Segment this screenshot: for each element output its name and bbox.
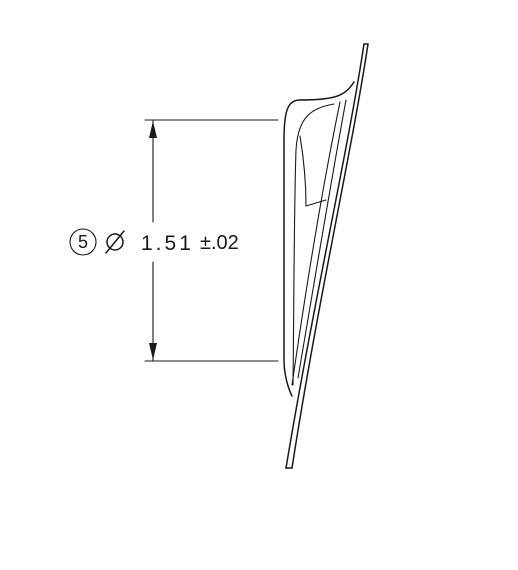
arrowhead-bottom [149, 343, 157, 360]
part-outline [283, 43, 369, 469]
rib-curve-2 [297, 99, 347, 379]
arrowhead-top [149, 121, 157, 138]
dimension-callout: 5 1.51 ±.02 [69, 228, 239, 256]
nominal-value: 1.51 [141, 232, 194, 255]
step-line-2 [299, 135, 307, 207]
flange-inner-profile [292, 103, 335, 386]
balloon-circle [69, 228, 97, 256]
balloon-number: 5 [78, 232, 88, 252]
step-line [305, 199, 327, 207]
dimension [144, 119, 279, 362]
tolerance-value: ±.02 [200, 232, 239, 254]
flange-profile [283, 81, 355, 397]
diameter-icon [105, 230, 125, 254]
rib-curve-1 [291, 101, 341, 386]
outer-edge-left [285, 43, 365, 469]
outer-edge-right [291, 43, 369, 469]
